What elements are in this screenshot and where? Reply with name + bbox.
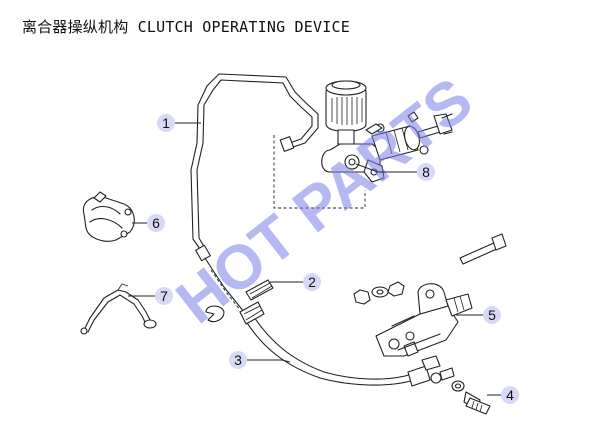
callout-6-label: 6 — [152, 215, 160, 231]
part-7-bracket — [80, 283, 157, 335]
guide-line-dashed — [273, 135, 366, 209]
part-6-dust-boot — [82, 191, 135, 242]
long-bolt — [459, 233, 507, 265]
callout-6: 6 — [132, 214, 165, 232]
callout-7-label: 7 — [160, 288, 168, 304]
part-8-master-cylinder — [321, 80, 453, 183]
callout-5: 5 — [456, 306, 501, 324]
part-5-slave-cylinder — [375, 283, 473, 357]
pipe-retainer-clip — [205, 305, 225, 323]
callout-5-label: 5 — [488, 307, 496, 323]
callout-1: 1 — [157, 114, 201, 132]
callout-8: 8 — [355, 163, 435, 181]
callout-1-label: 1 — [162, 115, 170, 131]
callout-4: 4 — [487, 386, 519, 404]
callout-4-label: 4 — [506, 387, 514, 403]
page-title: 离合器操纵机构 CLUTCH OPERATING DEVICE — [22, 18, 350, 36]
part-1-clutch-pipe — [190, 73, 319, 313]
callout-2-label: 2 — [308, 274, 316, 290]
callout-2: 2 — [270, 273, 321, 291]
part-3-flexible-hose — [239, 301, 455, 387]
part-2-hose-clip — [245, 279, 274, 301]
part-4-bolt — [451, 380, 491, 415]
hardware-nuts-washers — [353, 281, 405, 305]
callout-3-label: 3 — [234, 352, 242, 368]
callout-8-label: 8 — [422, 164, 430, 180]
callout-7: 7 — [128, 287, 173, 305]
callout-3: 3 — [229, 351, 291, 369]
